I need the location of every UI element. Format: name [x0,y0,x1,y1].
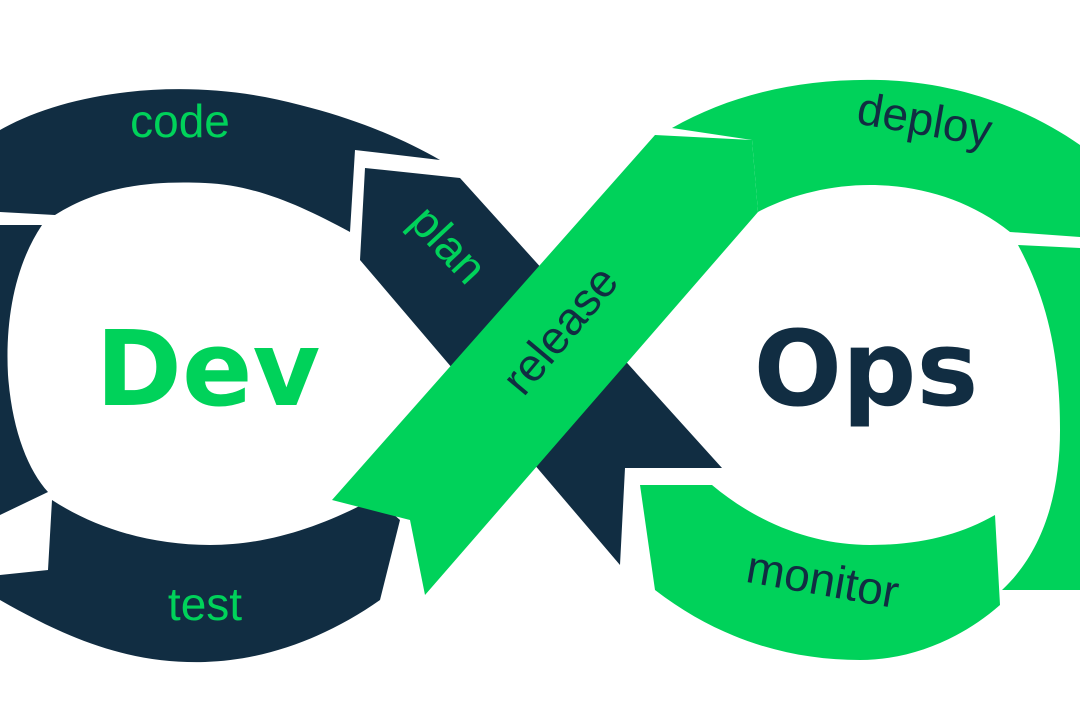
dev-loop [0,89,722,663]
right-side-segment [1002,245,1080,590]
ops-loop [332,79,1080,660]
stage-label-code: code [130,95,230,147]
test-segment [0,498,400,663]
code-segment [0,89,440,232]
deploy-segment [672,79,1080,237]
ops-title: Ops [754,308,979,430]
dev-title: Dev [96,308,321,430]
left-side-segment [0,225,48,515]
monitor-segment [640,485,1000,660]
stage-label-test: test [168,578,242,630]
release-segment [332,135,758,595]
